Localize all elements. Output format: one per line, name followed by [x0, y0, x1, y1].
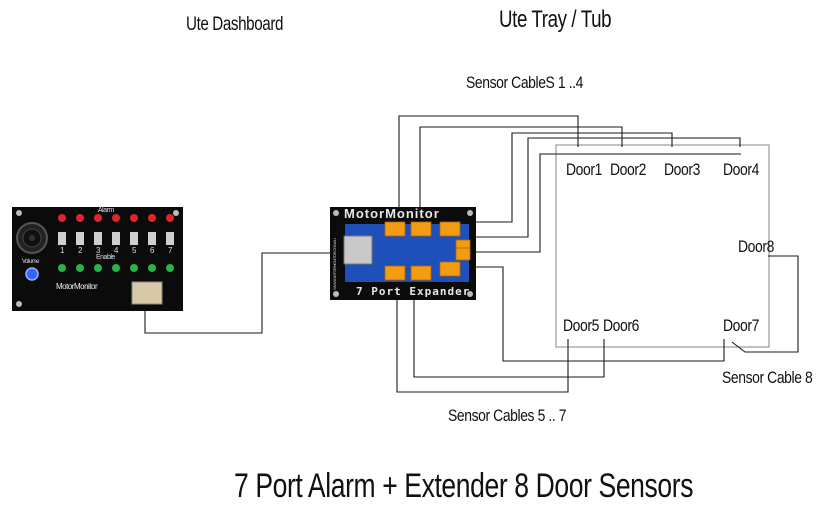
rj45-port-icon [131, 281, 163, 305]
port-number: 2 [78, 246, 83, 255]
wire-door7 [475, 266, 725, 362]
port-number: 7 [168, 246, 173, 255]
enable-leds [58, 264, 174, 272]
alarm-panel-brand: MotorMonitor [56, 282, 98, 291]
dashboard-heading: Ute Dashboard [186, 14, 284, 35]
wire-door8 [475, 153, 741, 253]
alarm-label: Alarm [98, 207, 114, 214]
port-number: 6 [150, 246, 155, 255]
enable-label: Enable [96, 254, 115, 261]
volume-label: Volume [22, 259, 40, 265]
port-number: 3 [96, 246, 101, 255]
sensor-cable-8-label: Sensor Cable 8 [722, 368, 813, 387]
expander-side-text: WWW.MOTORMONITOR.COM.AU [332, 238, 337, 290]
wire-dashboard-to-expander [144, 252, 347, 334]
expander-connectors [384, 221, 471, 281]
wire-door2 [419, 126, 623, 213]
port-number: 4 [114, 246, 119, 255]
port-number: 1 [60, 246, 65, 255]
door7-label: Door7 [723, 316, 759, 335]
page-title: 7 Port Alarm + Extender 8 Door Sensors [234, 467, 694, 505]
wire-door5 [396, 300, 569, 393]
wires [144, 115, 799, 393]
door6-label: Door6 [603, 316, 639, 335]
expander-board [330, 207, 476, 300]
door3-label: Door3 [664, 160, 700, 179]
alarm-leds [58, 214, 174, 222]
door8-label: Door8 [738, 237, 774, 256]
wire-door6 [413, 300, 605, 378]
alarm-panel [12, 207, 183, 311]
door1-label: Door1 [566, 160, 602, 179]
volume-knob-icon [25, 267, 39, 281]
ute-tray-box [555, 144, 770, 348]
expander-caption: 7 Port Expander [356, 285, 471, 298]
enable-switches [58, 232, 174, 245]
tray-heading: Ute Tray / Tub [499, 6, 612, 33]
door4-label: Door4 [723, 160, 759, 179]
port-number-row: 1 2 3 4 5 6 7 [58, 246, 178, 256]
wire-door4 [475, 137, 741, 238]
sensor-cables-5-7-label: Sensor Cables 5 .. 7 [448, 406, 567, 425]
expander-brand: MotorMonitor [344, 206, 440, 221]
sensor-cables-1-4-label: Sensor CableS 1 ..4 [466, 73, 583, 92]
door5-label: Door5 [563, 316, 599, 335]
door2-label: Door2 [610, 160, 646, 179]
wire-door1 [398, 115, 579, 213]
port-number: 5 [132, 246, 137, 255]
expander-rj45-icon [343, 235, 373, 265]
